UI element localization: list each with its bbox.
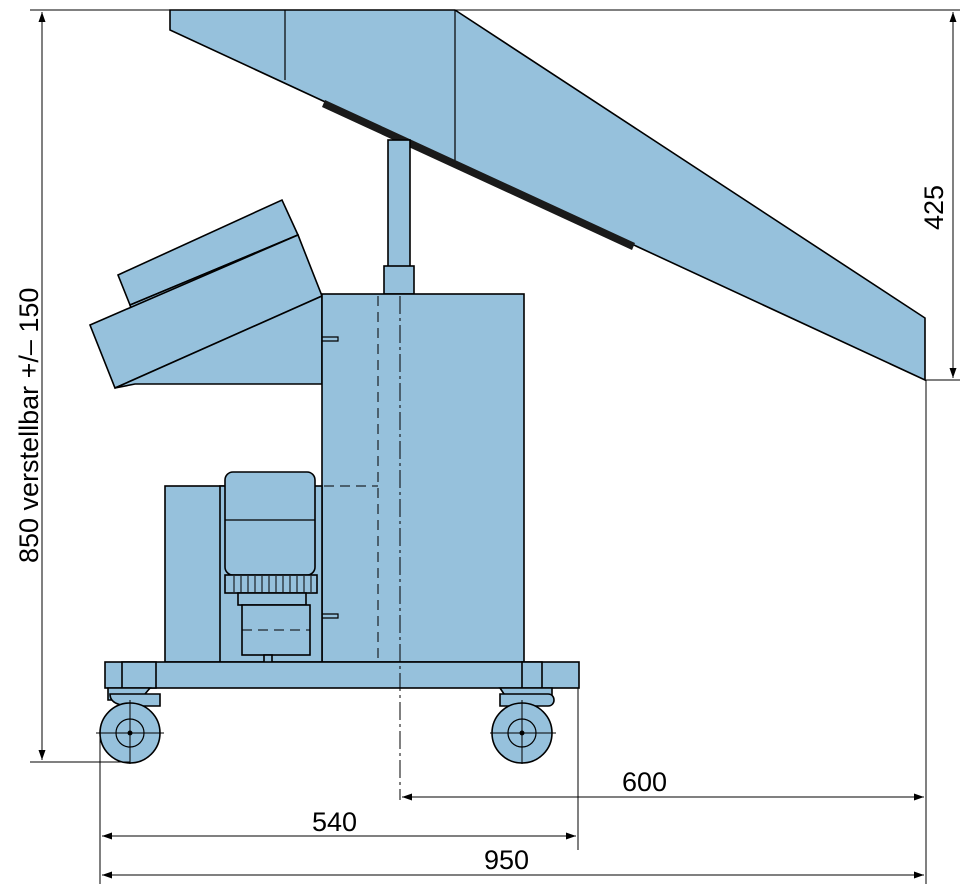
- dimension-frame-length: 540: [102, 807, 576, 840]
- height-feed-label: 425: [919, 185, 949, 230]
- castor-wheel-right: [491, 687, 555, 764]
- overall-length-label: 950: [484, 845, 529, 875]
- extension-lines: [30, 9, 960, 884]
- base-frame: [104, 661, 580, 689]
- outlet-tray-lower: [88, 233, 324, 390]
- main-housing: [308, 293, 525, 663]
- frame-length-label: 540: [312, 807, 357, 837]
- height-total-label: 850 verstellbar +/– 150: [14, 288, 44, 563]
- depth-front-label: 600: [622, 767, 667, 797]
- dimension-height-feed: 425: [919, 11, 957, 378]
- motor-cooling-fins: [233, 576, 312, 592]
- dimension-depth-front: 600: [402, 767, 924, 801]
- dimension-overall-length: 950: [102, 845, 924, 879]
- center-lines: [96, 296, 556, 800]
- motor: [224, 471, 318, 676]
- dimension-height-total: 850 verstellbar +/– 150: [14, 11, 46, 760]
- support-column: [383, 139, 415, 295]
